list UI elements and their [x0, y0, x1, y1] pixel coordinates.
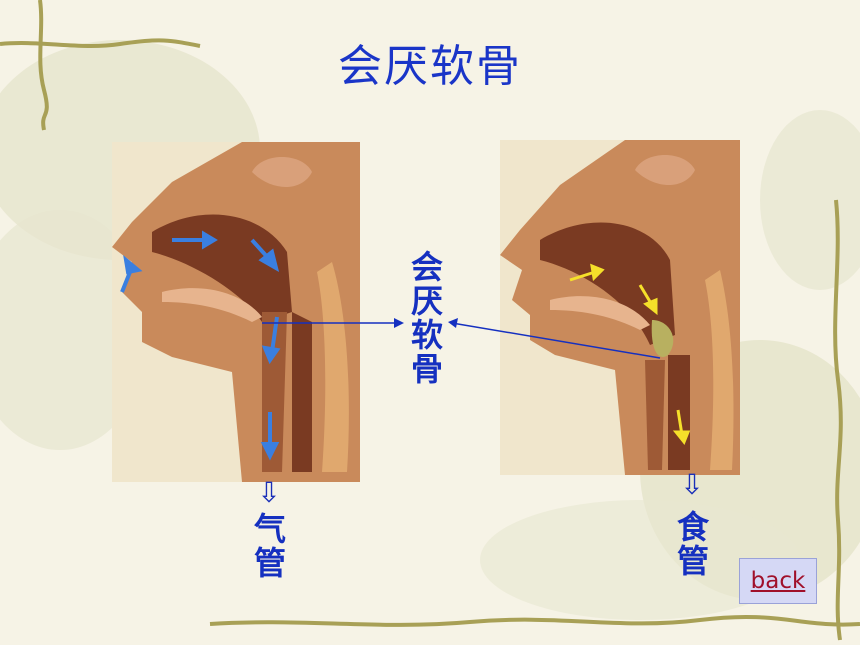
down-arrow-icon: ⇩: [257, 476, 281, 509]
epiglottis-char-4: 骨: [410, 350, 443, 388]
trachea-char-2: 管: [253, 544, 286, 582]
esophagus-char-2: 管: [676, 542, 709, 580]
page-title: 会厌软骨: [338, 41, 522, 92]
epiglottis-char-2: 厌: [410, 282, 443, 320]
trachea-char-1: 气: [253, 510, 286, 548]
trachea-label: 气 管: [250, 512, 290, 580]
down-arrow-icon: ⇩: [680, 468, 704, 501]
epiglottis-label: 会 厌 软 骨: [407, 250, 447, 386]
esophagus-char-1: 食: [676, 508, 709, 546]
breathing-diagram: [112, 142, 360, 482]
back-button[interactable]: back: [739, 558, 817, 604]
esophagus-label: 食 管: [673, 510, 713, 578]
epiglottis-char-3: 软: [410, 316, 443, 354]
swallowing-diagram: [500, 140, 740, 475]
epiglottis-char-1: 会: [410, 248, 443, 286]
